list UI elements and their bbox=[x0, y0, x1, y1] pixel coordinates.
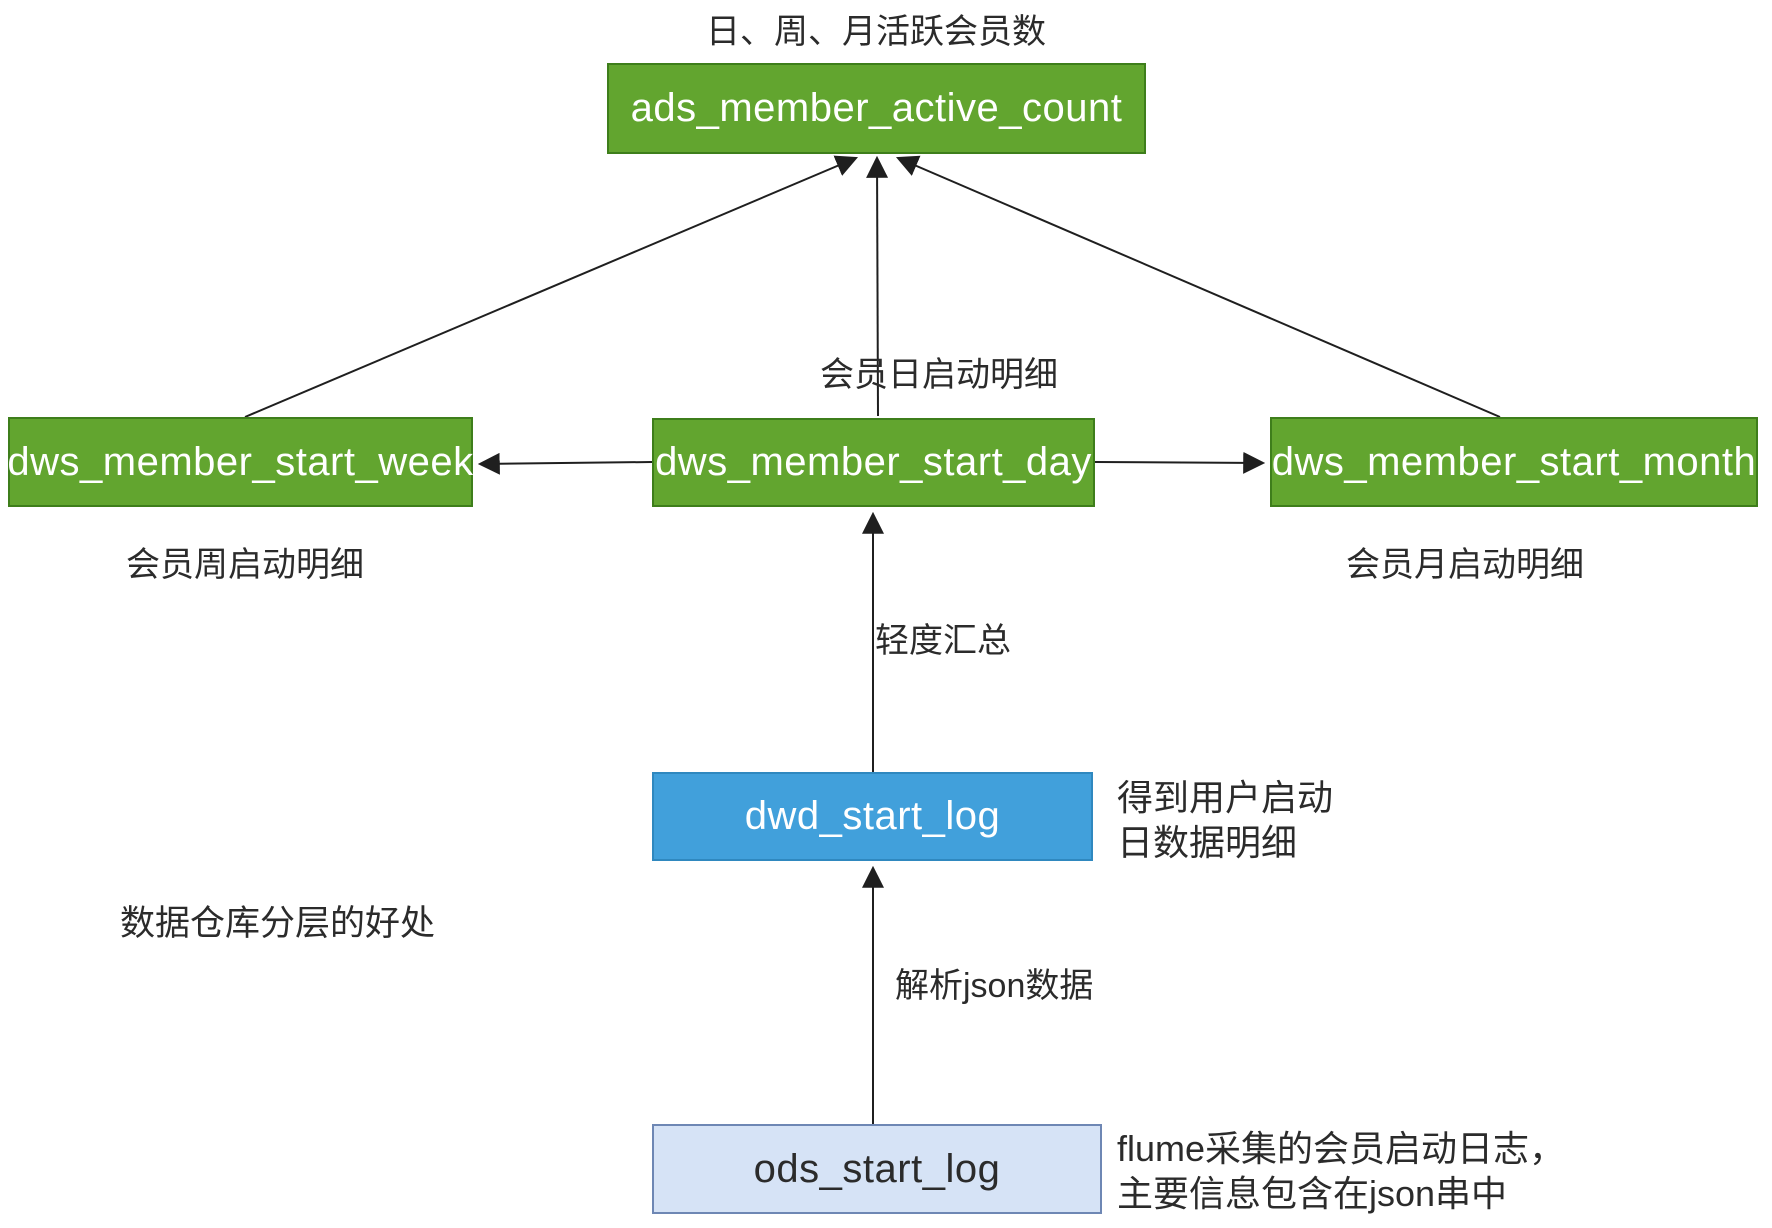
caption-month-start-detail: 会员月启动明细 bbox=[1346, 546, 1584, 584]
edge-day-to-month bbox=[1094, 451, 1266, 474]
node-dws-member-start-week: dws_member_start_week bbox=[7, 417, 473, 507]
caption-week-start-detail: 会员周启动明细 bbox=[126, 546, 364, 584]
node-dws-member-start-day: dws_member_start_day bbox=[652, 418, 1095, 507]
diagram-title: 日、周、月活跃会员数 bbox=[706, 13, 1046, 51]
caption-day-start-detail: 会员日启动明细 bbox=[820, 356, 1058, 394]
note-dwd-start-log: 得到用户启动 日数据明细 bbox=[1117, 775, 1333, 865]
edge-week-to-ads bbox=[244, 155, 859, 418]
note-dwd-line1: 得到用户启动 bbox=[1117, 777, 1334, 818]
edge-month-to-ads bbox=[895, 155, 1501, 418]
edge-day-to-week bbox=[477, 452, 653, 475]
node-ods-start-log: ods_start_log bbox=[652, 1124, 1102, 1214]
node-dws-member-start-month: dws_member_start_month bbox=[1270, 417, 1758, 507]
note-ods-start-log: flume采集的会员启动日志， 主要信息包含在json串中 bbox=[1117, 1126, 1565, 1216]
edge-label-parse-json: 解析json数据 bbox=[895, 967, 1094, 1005]
node-dwd-start-log: dwd_start_log bbox=[652, 772, 1093, 861]
note-ods-line1: flume采集的会员启动日志， bbox=[1117, 1128, 1566, 1169]
note-ods-line2: 主要信息包含在json串中 bbox=[1117, 1173, 1508, 1214]
side-note-layering-benefits: 数据仓库分层的好处 bbox=[120, 904, 436, 943]
note-dwd-line2: 日数据明细 bbox=[1117, 822, 1298, 863]
node-ads-member-active-count: ads_member_active_count bbox=[607, 63, 1146, 154]
edge-label-light-summary: 轻度汇总 bbox=[875, 622, 1011, 660]
edge-day-to-ads bbox=[866, 155, 889, 417]
